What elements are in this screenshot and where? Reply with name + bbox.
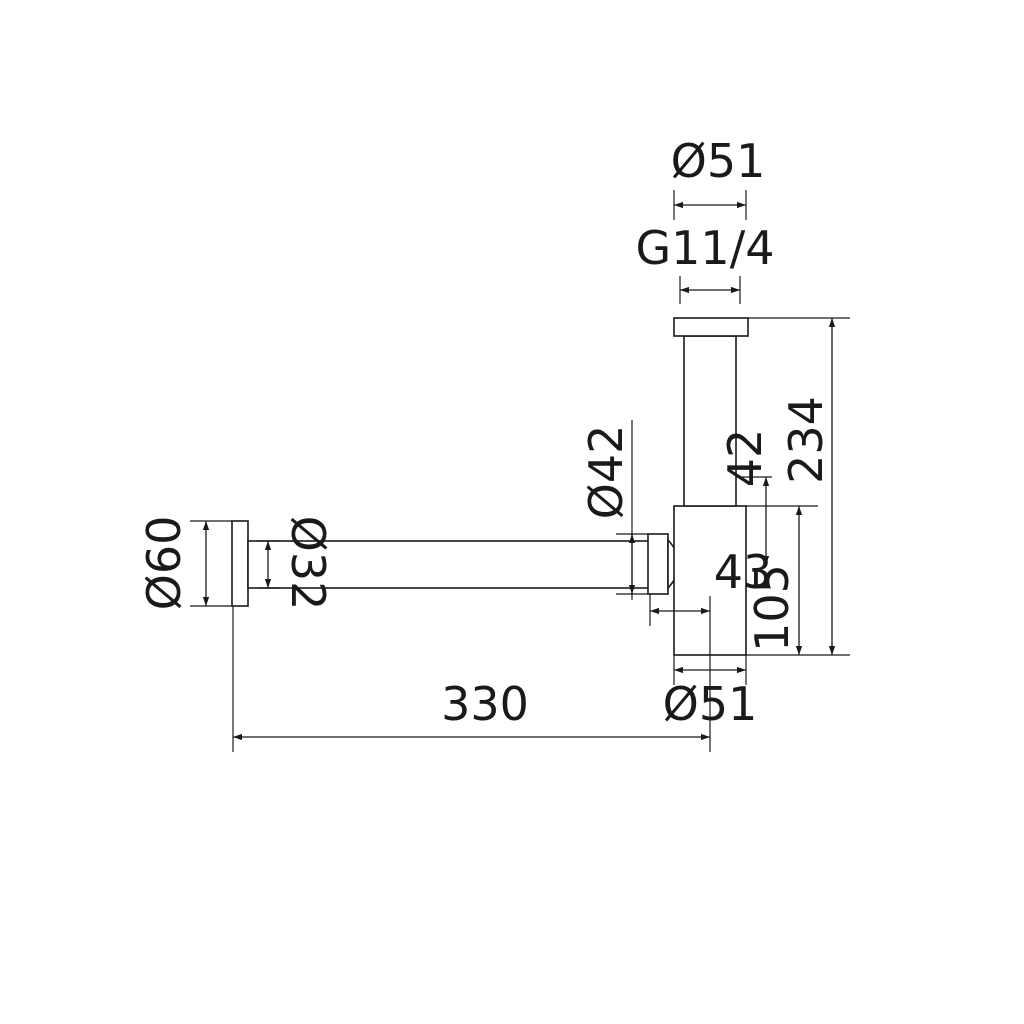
label-top-diameter: Ø51 bbox=[671, 134, 766, 188]
label-bottle-diameter: Ø51 bbox=[663, 677, 758, 731]
dimension-labels: Ø51 G11/4 Ø51 330 43 234 105 42 Ø42 Ø60 … bbox=[137, 134, 833, 731]
dimension-lines bbox=[202, 201, 836, 741]
label-outlet-offset: 43 bbox=[714, 545, 773, 599]
label-upper-offset: 42 bbox=[718, 429, 772, 488]
label-pipe-diameter: Ø32 bbox=[281, 516, 335, 611]
outlet-pipe bbox=[247, 540, 651, 589]
label-thread: G11/4 bbox=[636, 221, 775, 275]
inlet-nut bbox=[673, 317, 749, 337]
label-body-height: 105 bbox=[745, 564, 799, 652]
trap-part bbox=[231, 317, 749, 656]
label-overall-height: 234 bbox=[779, 396, 833, 484]
label-outlet-diameter: Ø42 bbox=[579, 425, 633, 520]
inlet-tube bbox=[683, 335, 737, 507]
outlet-nut bbox=[647, 533, 669, 595]
label-overall-length: 330 bbox=[441, 677, 529, 731]
label-flange-diameter: Ø60 bbox=[137, 516, 191, 611]
wall-flange bbox=[231, 520, 249, 607]
